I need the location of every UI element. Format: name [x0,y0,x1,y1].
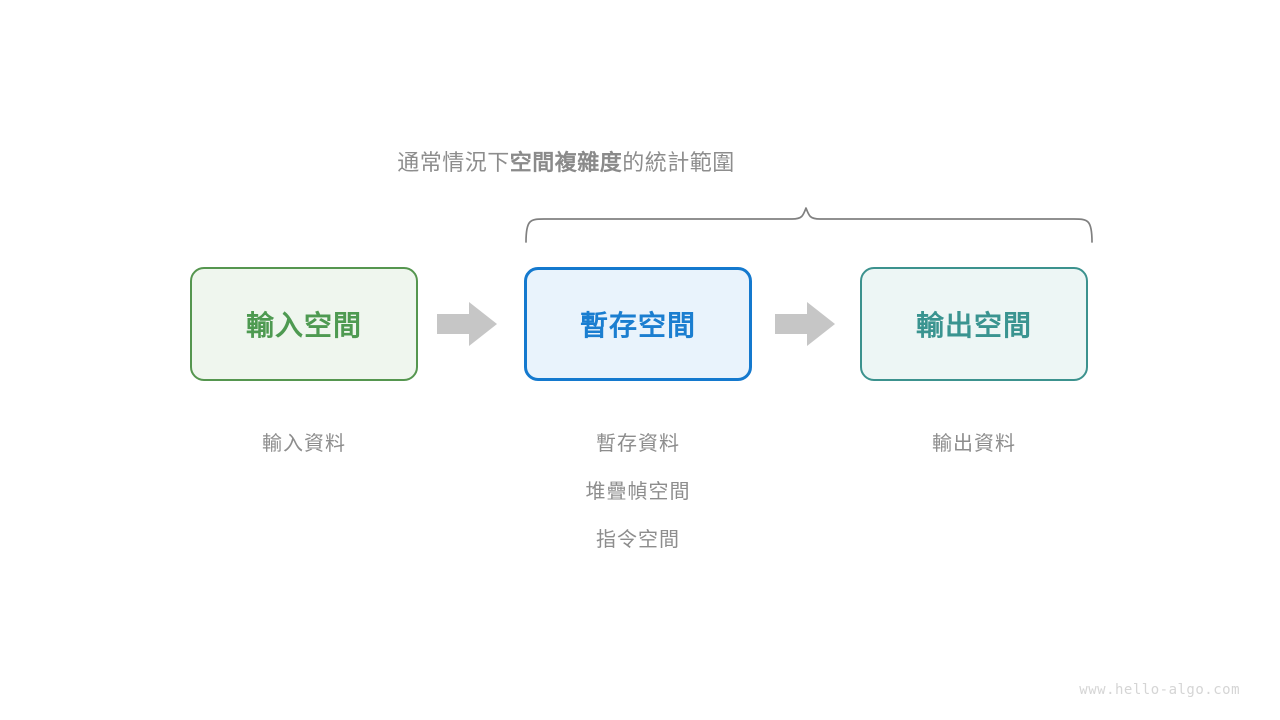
caption-temp-1: 堆疊幀空間 [585,481,691,503]
caption-temp-2: 指令空間 [596,529,680,551]
right-arrow-icon-input-to-temp [437,302,497,346]
space-box-temp-label: 暫存空間 [579,310,696,341]
caption-input-0: 輸入資料 [262,433,346,455]
watermark: www.hello-algo.com [1079,682,1240,698]
caption-temp-0: 暫存資料 [596,433,680,455]
scope-brace-icon [525,207,1093,243]
space-box-output-label: 輸出空間 [915,310,1032,341]
caption-group-output: 輸出資料 [860,420,1088,468]
brace-caption-suffix: 的統計範圍 [622,150,735,175]
caption-group-temp: 暫存資料 堆疊幀空間 指令空間 [524,420,752,564]
caption-output-0: 輸出資料 [932,433,1016,455]
space-box-input[interactable]: 輸入空間 [190,267,418,381]
space-box-temp[interactable]: 暫存空間 [524,267,752,381]
right-arrow-icon-temp-to-output [775,302,835,346]
space-box-input-label: 輸入空間 [245,310,362,341]
brace-caption-prefix: 通常情況下 [397,150,510,175]
brace-caption-emphasis: 空間複雜度 [509,150,623,175]
brace-caption: 通常情況下空間複雜度的統計範圍 [0,145,1280,177]
space-box-output[interactable]: 輸出空間 [860,267,1088,381]
caption-group-input: 輸入資料 [190,420,418,468]
